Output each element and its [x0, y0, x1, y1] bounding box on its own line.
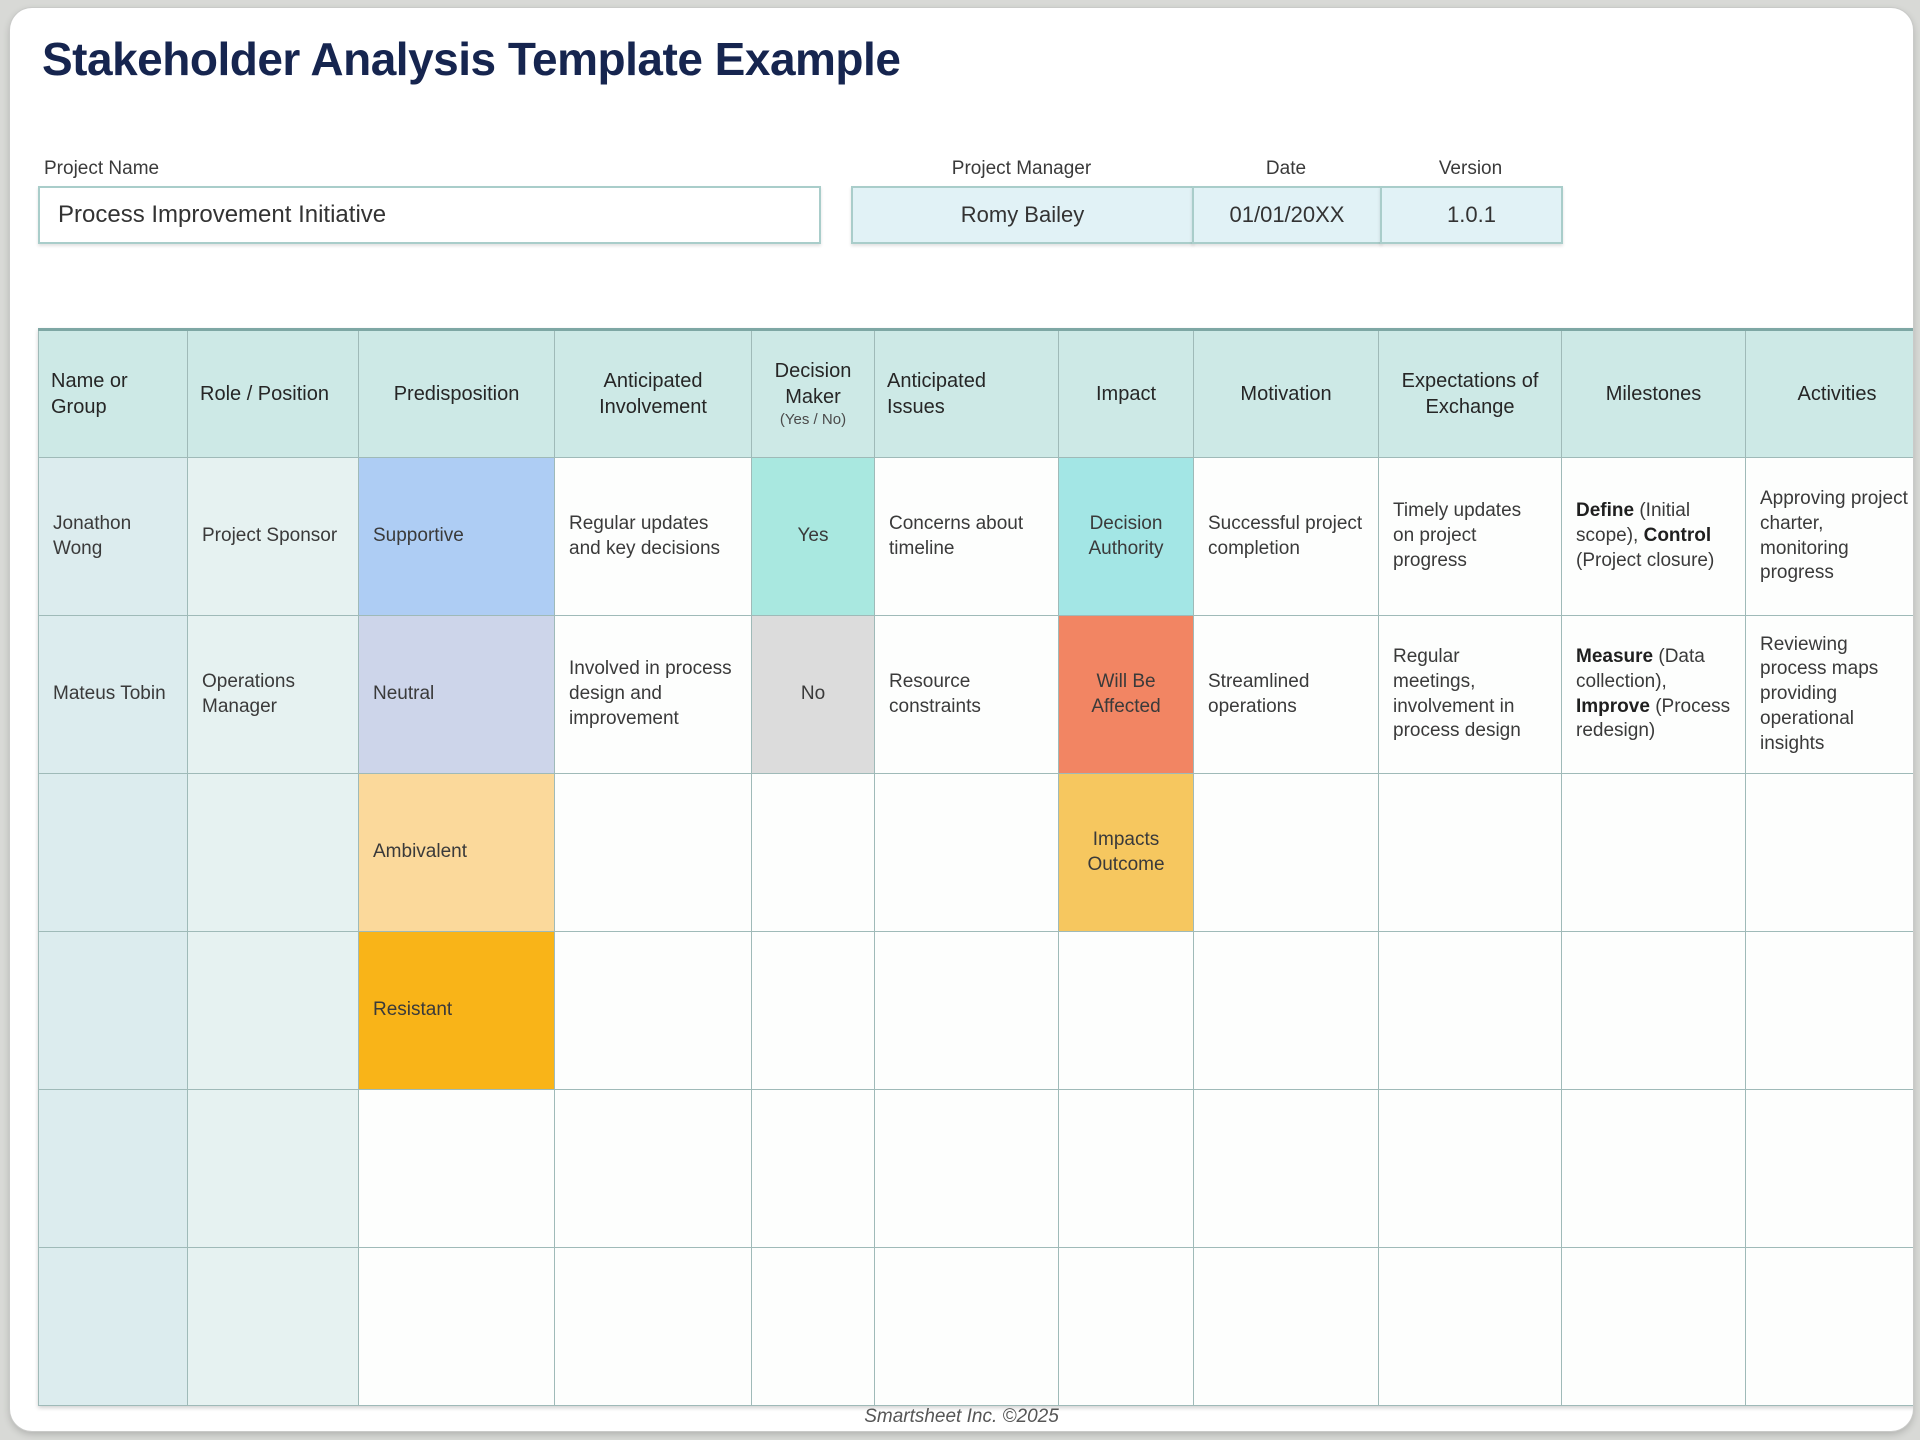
- table-cell[interactable]: [751, 773, 875, 932]
- table-cell[interactable]: Neutral: [358, 615, 555, 774]
- table-row: Ambivalent Impacts Outcome: [38, 773, 1913, 932]
- table-cell[interactable]: Reviewing process maps providing operati…: [1745, 615, 1913, 774]
- table-cell[interactable]: Concerns about timeline: [874, 457, 1059, 616]
- table-cell[interactable]: [554, 1089, 752, 1248]
- table-cell[interactable]: [1745, 773, 1913, 932]
- table-cell[interactable]: [1561, 931, 1746, 1090]
- table-cell[interactable]: [187, 1089, 359, 1248]
- table-cell[interactable]: [1193, 931, 1379, 1090]
- table-cell[interactable]: [554, 773, 752, 932]
- table-cell[interactable]: Define (Initial scope), Control (Project…: [1561, 457, 1746, 616]
- table-cell[interactable]: Ambivalent: [358, 773, 555, 932]
- table-cell[interactable]: Impacts Outcome: [1058, 773, 1194, 932]
- table-cell[interactable]: [874, 773, 1059, 932]
- table-cell[interactable]: [1561, 1247, 1746, 1406]
- table-cell[interactable]: Regular meetings, involvement in process…: [1378, 615, 1562, 774]
- table-cell[interactable]: [38, 1247, 188, 1406]
- table-cell[interactable]: [1193, 1247, 1379, 1406]
- footer-credit: Smartsheet Inc. ©2025: [864, 1406, 1059, 1427]
- table-cell[interactable]: Mateus Tobin: [38, 615, 188, 774]
- column-header: Decision Maker(Yes / No): [751, 329, 875, 458]
- table-cell[interactable]: [1058, 1089, 1194, 1248]
- table-cell[interactable]: [38, 931, 188, 1090]
- table-cell[interactable]: Yes: [751, 457, 875, 616]
- table-cell[interactable]: [1745, 931, 1913, 1090]
- table-cell[interactable]: Involved in process design and improveme…: [554, 615, 752, 774]
- table-cell[interactable]: Resistant: [358, 931, 555, 1090]
- table-cell[interactable]: [751, 931, 875, 1090]
- table-cell[interactable]: [751, 1089, 875, 1248]
- table-cell[interactable]: [358, 1247, 555, 1406]
- column-header: Predisposition: [358, 329, 555, 458]
- table-cell[interactable]: [1378, 931, 1562, 1090]
- table-cell[interactable]: [187, 773, 359, 932]
- table-cell[interactable]: Supportive: [358, 457, 555, 616]
- table-row: [38, 1089, 1913, 1248]
- table-cell[interactable]: Resource constraints: [874, 615, 1059, 774]
- project-manager-label: Project Manager: [951, 158, 1092, 179]
- table-cell[interactable]: [554, 931, 752, 1090]
- table-cell[interactable]: Project Sponsor: [187, 457, 359, 616]
- table-cell[interactable]: [1193, 1089, 1379, 1248]
- table-cell[interactable]: Timely updates on project progress: [1378, 457, 1562, 616]
- table-cell[interactable]: Approving project charter, monitoring pr…: [1745, 457, 1913, 616]
- table-cell[interactable]: [38, 773, 188, 932]
- table-cell[interactable]: [1561, 773, 1746, 932]
- table-cell[interactable]: Regular updates and key decisions: [554, 457, 752, 616]
- table-cell[interactable]: Operations Manager: [187, 615, 359, 774]
- column-header: Expectations of Exchange: [1378, 329, 1562, 458]
- column-header: Role / Position: [187, 329, 359, 458]
- project-manager-field[interactable]: Romy Bailey: [851, 186, 1194, 244]
- table-cell[interactable]: [874, 1247, 1059, 1406]
- table-cell[interactable]: Jonathon Wong: [38, 457, 188, 616]
- table-cell[interactable]: [38, 1089, 188, 1248]
- table-cell[interactable]: [1058, 931, 1194, 1090]
- version-field[interactable]: 1.0.1: [1380, 186, 1563, 244]
- table-cell[interactable]: No: [751, 615, 875, 774]
- project-name-field[interactable]: Process Improvement Initiative: [38, 186, 821, 244]
- column-header: Name or Group: [38, 329, 188, 458]
- table-cell[interactable]: Streamlined operations: [1193, 615, 1379, 774]
- table-cell[interactable]: [1378, 773, 1562, 932]
- table-row: [38, 1247, 1913, 1406]
- table-cell[interactable]: [554, 1247, 752, 1406]
- table-cell[interactable]: [1561, 1089, 1746, 1248]
- table-cell[interactable]: [1378, 1089, 1562, 1248]
- table-cell[interactable]: Successful project completion: [1193, 457, 1379, 616]
- table-cell[interactable]: Decision Authority: [1058, 457, 1194, 616]
- project-name-label: Project Name: [44, 158, 160, 179]
- column-header: Motivation: [1193, 329, 1379, 458]
- table-cell[interactable]: [1058, 1247, 1194, 1406]
- table-row: Resistant: [38, 931, 1913, 1090]
- column-header: Impact: [1058, 329, 1194, 458]
- table-cell[interactable]: [187, 1247, 359, 1406]
- column-header: Anticipated Involvement: [554, 329, 752, 458]
- table-cell[interactable]: [1745, 1089, 1913, 1248]
- table-cell[interactable]: Measure (Data collection), Improve (Proc…: [1561, 615, 1746, 774]
- page-title: Stakeholder Analysis Template Example: [42, 33, 901, 85]
- table-cell[interactable]: [874, 931, 1059, 1090]
- column-header: Milestones: [1561, 329, 1746, 458]
- date-label: Date: [1265, 158, 1307, 179]
- version-label: Version: [1438, 158, 1503, 179]
- date-field[interactable]: 01/01/20XX: [1192, 186, 1382, 244]
- table-cell[interactable]: [1378, 1247, 1562, 1406]
- column-header: Anticipated Issues: [874, 329, 1059, 458]
- column-header-sublabel: (Yes / No): [779, 411, 847, 429]
- column-header: Activities: [1745, 329, 1913, 458]
- sheet-card: Stakeholder Analysis Template Example Pr…: [10, 8, 1913, 1431]
- table-cell[interactable]: [751, 1247, 875, 1406]
- table-cell[interactable]: [1193, 773, 1379, 932]
- table-cell[interactable]: [1745, 1247, 1913, 1406]
- table-cell[interactable]: Will Be Affected: [1058, 615, 1194, 774]
- table-cell[interactable]: [358, 1089, 555, 1248]
- table-cell[interactable]: [187, 931, 359, 1090]
- table-cell[interactable]: [874, 1089, 1059, 1248]
